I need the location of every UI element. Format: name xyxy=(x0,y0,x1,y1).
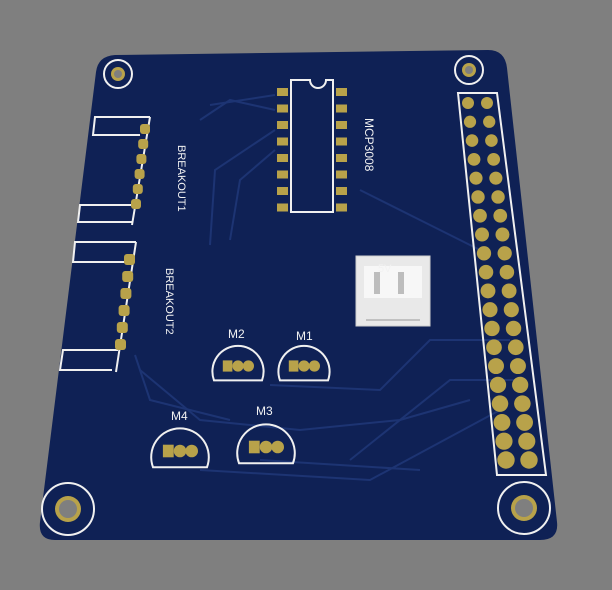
header-pin xyxy=(476,246,492,261)
motor-m1-label: M1 xyxy=(296,329,313,343)
header-pin xyxy=(473,208,487,223)
header-pin xyxy=(520,451,538,469)
mounting-hole-top-left xyxy=(103,59,133,89)
header-pin xyxy=(497,451,515,469)
breakout1-pin xyxy=(136,154,147,164)
breakout2-pin xyxy=(115,339,126,350)
breakout1-pin xyxy=(132,184,143,194)
header-pin xyxy=(509,358,526,375)
ic-pin xyxy=(336,104,347,113)
power-connector-5v xyxy=(355,255,431,327)
motor-footprint xyxy=(150,427,210,469)
mounting-hole-bottom-left xyxy=(41,482,95,536)
ic-pin xyxy=(336,203,347,212)
breakout2-pin xyxy=(124,254,135,265)
ic-pin xyxy=(336,187,347,195)
motor-footprint xyxy=(211,344,265,382)
ic-pin xyxy=(336,121,347,129)
breakout1-pin xyxy=(131,199,141,209)
breakout2-label: BREAKOUT2 xyxy=(163,268,175,335)
header-pin xyxy=(487,152,501,166)
breakout1-pin xyxy=(134,169,145,179)
header-pin xyxy=(495,432,513,450)
header-pin xyxy=(503,302,519,318)
mounting-hole-bottom-right xyxy=(497,481,551,535)
breakout2-pin xyxy=(116,322,128,333)
header-pin xyxy=(493,208,508,223)
header-pin xyxy=(491,190,505,204)
header-pin xyxy=(505,320,522,337)
traces xyxy=(134,94,520,482)
power-label: 5V xyxy=(378,263,392,275)
ic-pin xyxy=(336,88,347,96)
motor-m2-label: M2 xyxy=(228,327,245,341)
breakout2-pin xyxy=(118,305,130,316)
header-pin xyxy=(486,339,502,356)
ic-pin xyxy=(277,121,288,129)
header-pin xyxy=(495,227,510,242)
header-pin xyxy=(463,115,477,128)
breakout1-pin xyxy=(140,124,150,134)
ic-pin xyxy=(277,137,288,146)
header-pin xyxy=(501,283,517,299)
motor-m4-label: M4 xyxy=(171,409,188,423)
header-pin xyxy=(489,171,503,185)
header-pin xyxy=(471,190,485,204)
ic-label: MCP3008 xyxy=(362,118,376,172)
header-pin xyxy=(512,376,529,393)
breakout2-pin xyxy=(122,271,134,282)
header-pin xyxy=(489,376,507,393)
header-pin xyxy=(485,134,498,147)
header-pin xyxy=(478,264,494,280)
ic-pin xyxy=(277,154,288,162)
header-pin xyxy=(507,339,524,356)
motor-footprint xyxy=(236,423,296,465)
mounting-hole-top-right xyxy=(454,55,484,85)
board-outline xyxy=(39,50,558,540)
header-pin xyxy=(491,395,509,412)
ic-pin xyxy=(277,203,288,212)
ic-pin xyxy=(277,187,288,195)
header-pin xyxy=(465,134,479,147)
ic-pin xyxy=(336,137,347,146)
motor-m3-label: M3 xyxy=(256,404,273,418)
header-pin xyxy=(497,246,512,261)
ic-pin xyxy=(336,170,347,179)
header-pin xyxy=(469,171,483,185)
header-pin xyxy=(499,264,515,280)
header-pin xyxy=(484,320,500,337)
breakout1-pin xyxy=(138,139,149,149)
mcp3008-chip xyxy=(277,79,347,213)
breakout2-pin xyxy=(120,288,132,299)
ic-pin xyxy=(277,88,288,96)
header-pin xyxy=(462,97,474,109)
gpio-header xyxy=(456,92,548,476)
header-pin xyxy=(481,97,493,109)
ic-pin xyxy=(277,170,288,179)
header-pin xyxy=(483,115,496,128)
motor-footprint xyxy=(277,344,331,382)
breakout1-label: BREAKOUT1 xyxy=(175,145,187,212)
ic-pin xyxy=(336,154,347,162)
header-pin xyxy=(488,358,504,375)
header-pin xyxy=(475,227,489,242)
header-pin xyxy=(518,432,536,450)
ic-pin xyxy=(277,104,288,113)
header-pin xyxy=(514,395,531,412)
header-pin xyxy=(480,283,496,299)
header-pin xyxy=(482,302,498,318)
header-pin xyxy=(493,414,511,431)
header-pin xyxy=(516,414,533,431)
header-pin xyxy=(467,152,481,166)
